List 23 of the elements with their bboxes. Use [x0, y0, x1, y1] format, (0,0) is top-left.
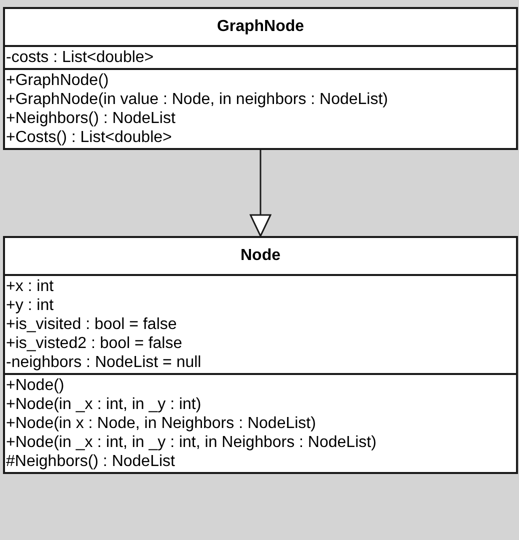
class-member: +is_visited : bool = false: [6, 315, 177, 334]
class-member: +Node(in x : Node, in Neighbors : NodeList): [6, 414, 316, 433]
class-member: -costs : List<double>: [6, 48, 154, 67]
class-name: Node: [240, 246, 280, 266]
class-compartment: [5, 274, 516, 373]
generalization-arrow: [250, 150, 272, 237]
class-member: +is_visted2 : bool = false: [6, 334, 182, 353]
class-member: +Node(): [6, 376, 64, 395]
class-compartment: [5, 373, 516, 472]
class-member: +x : int: [6, 277, 54, 296]
class-member: -neighbors : NodeList = null: [6, 353, 202, 372]
class-member: +Costs() : List<double>: [6, 128, 172, 147]
class-member: #Neighbors() : NodeList: [6, 452, 175, 471]
class-member: +y : int: [6, 296, 54, 315]
class-member: +Node(in _x : int, in _y : int, in Neighbors : NodeList): [6, 433, 376, 452]
class-name: GraphNode: [216, 17, 304, 37]
class-compartment: [5, 68, 516, 148]
class-member: +Neighbors() : NodeList: [6, 109, 176, 128]
class-box: [3, 236, 518, 474]
class-member: +GraphNode(in value : Node, in neighbors : NodeList): [6, 90, 388, 109]
class-member: +Node(in _x : int, in _y : int): [6, 395, 202, 414]
class-box: [3, 7, 518, 150]
class-member: +GraphNode(): [6, 71, 109, 90]
